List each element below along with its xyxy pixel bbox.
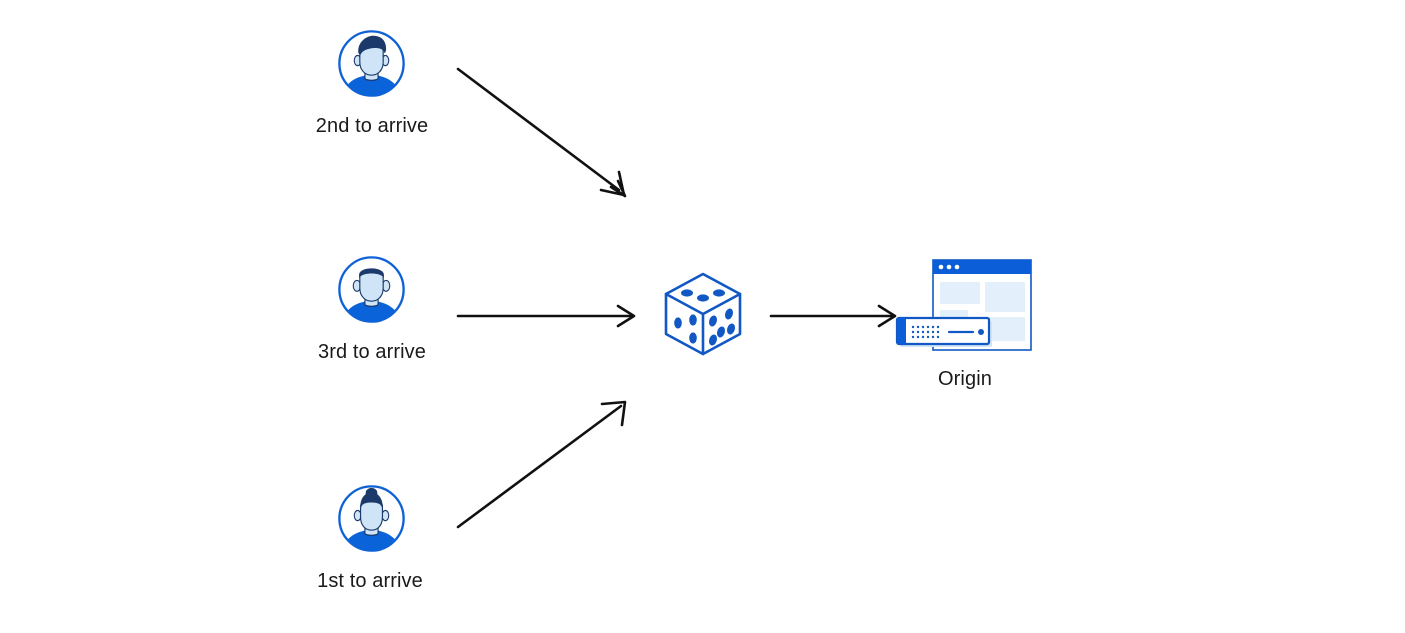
dice-icon: [664, 272, 742, 356]
node-label-user-second: 2nd to arrive: [315, 115, 429, 137]
user-avatar-icon: [338, 30, 405, 97]
server-device-icon: [895, 316, 992, 347]
edge-third-to-dice: [456, 304, 636, 328]
node-user-second[interactable]: 2nd to arrive: [316, 27, 428, 137]
node-label-origin: Origin: [938, 368, 992, 390]
node-origin[interactable]: Origin: [893, 255, 1038, 390]
node-randomizer[interactable]: [660, 268, 746, 365]
user-avatar-icon: [338, 256, 405, 323]
node-label-user-first: 1st to arrive: [317, 570, 423, 592]
origin-server-icon: [895, 259, 1032, 351]
user-avatar-icon: [338, 485, 405, 552]
edge-dice-to-origin: [769, 304, 897, 328]
node-user-third[interactable]: 3rd to arrive: [318, 253, 426, 363]
edge-first-to-dice: [456, 400, 627, 529]
node-label-user-third: 3rd to arrive: [317, 341, 426, 363]
node-user-first[interactable]: 1st to arrive: [317, 482, 423, 592]
